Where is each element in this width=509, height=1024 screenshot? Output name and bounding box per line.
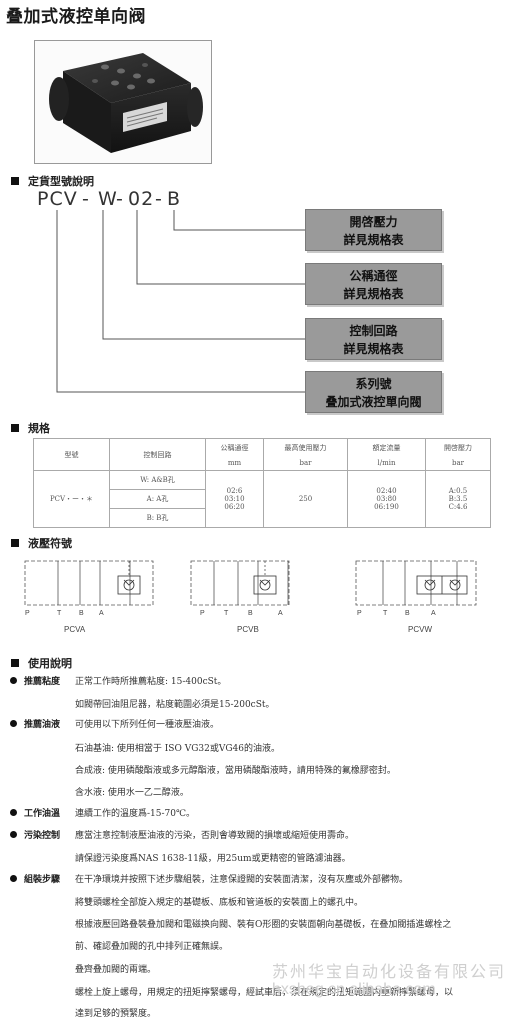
section-ordering-label: 定貨型號說明 <box>28 175 94 188</box>
code-part-diameter: 02 <box>128 188 155 210</box>
code-part-circuit: W <box>98 188 118 210</box>
section-spec-heading: 規格 <box>11 420 50 436</box>
code-part-crack: B <box>167 188 182 210</box>
section-square-icon <box>11 177 19 185</box>
section-spec-label: 規格 <box>28 422 50 435</box>
symbol-pcva <box>24 560 154 606</box>
bullet-icon <box>10 831 17 838</box>
usage-line: 前、確認叠加閥的孔中排列正確無誤。 <box>75 942 229 952</box>
section-square-icon <box>11 659 19 667</box>
table-row: B: B孔 <box>34 508 491 528</box>
usage-line: 請保證污染度爲NAS 1638-11級，用25um或更精密的管路濾油器。 <box>75 854 351 864</box>
usage-label-contamination: 污染控制 <box>24 831 61 841</box>
usage-line: 連續工作的溫度爲-15-70℃。 <box>75 809 196 819</box>
page-title: 叠加式液控单向阀 <box>6 7 146 27</box>
code-box-diameter: 公稱通徑詳見規格表 <box>305 263 442 305</box>
usage-line: 如閥帶回油阻尼器，粘度範圍必須是15-200cSt。 <box>75 700 275 710</box>
header-model: 型號 <box>33 438 110 471</box>
cell-circuit-a: A: A孔 <box>109 489 206 509</box>
usage-line: 在干净環境并按照下述步驟組裝，注意保證閥的安裝面清潔，沒有灰塵或外部髒物。 <box>75 875 409 885</box>
symbol-label-pcva: PCVA <box>64 625 86 634</box>
usage-line: 達到足够的預緊度。 <box>75 1009 157 1019</box>
bullet-icon <box>10 677 17 684</box>
code-dash-1: - <box>82 188 90 210</box>
symbol-label-pcvw: PCVW <box>408 625 432 634</box>
cell-circuit-w: W: A&B孔 <box>109 470 206 490</box>
usage-line: 含水液: 使用水一乙二醇液。 <box>75 788 189 798</box>
code-dash-3: - <box>155 188 163 210</box>
code-box-crack-pressure: 開啓壓力詳見規格表 <box>305 209 442 251</box>
code-part-series: PCV <box>37 188 78 210</box>
watermark-company: 苏州华宝自动化设备有限公司 <box>272 962 507 981</box>
header-circuit: 控制回路 <box>109 438 206 471</box>
usage-label-assembly: 組裝步驟 <box>24 875 61 885</box>
usage-label-temperature: 工作油溫 <box>24 809 61 819</box>
usage-line: 石油基油: 使用相當于 ISO VG32或VG46的油液。 <box>75 744 280 754</box>
usage-line: 可使用以下所列任何一種液壓油液。 <box>75 720 220 730</box>
section-ordering-heading: 定貨型號說明 <box>11 173 94 189</box>
code-box-series: 系列號叠加式液控單向閥 <box>305 371 442 413</box>
bullet-icon <box>10 809 17 816</box>
section-square-icon <box>11 424 19 432</box>
usage-line: 應當注意控制液壓油液的污染，否則會導致閥的損壞或縮短使用壽命。 <box>75 831 355 841</box>
product-photo <box>34 40 212 164</box>
section-symbol-heading: 液壓符號 <box>11 535 72 551</box>
code-connector-lines <box>56 210 306 393</box>
symbol-label-pcvb: PCVB <box>237 625 259 634</box>
section-usage-heading: 使用說明 <box>11 655 72 671</box>
usage-label-viscosity: 推薦粘度 <box>24 677 61 687</box>
section-usage-label: 使用說明 <box>28 657 72 670</box>
watermark-url: hxsheg.cn.alibaba.com <box>272 981 436 998</box>
code-box-control-circuit: 控制回路詳見規格表 <box>305 318 442 360</box>
usage-label-fluid: 推薦油液 <box>24 720 61 730</box>
usage-line: 螺栓上旋上螺母，用規定的扭矩擰緊螺母，經試車后，須在規定的扭矩範圍内重新擰緊螺母… <box>75 988 454 998</box>
symbol-pcvw <box>355 560 477 606</box>
bullet-icon <box>10 875 17 882</box>
cell-circuit-b: B: B孔 <box>109 508 206 528</box>
code-dash-2: - <box>116 188 124 210</box>
usage-line: 將雙頭螺栓全部旋入規定的基礎板、底板和管道板的安裝面上的螺孔中。 <box>75 898 364 908</box>
section-square-icon <box>11 539 19 547</box>
usage-line: 合成液: 使用磷酸酯液或多元醇酯液，當用磷酸酯液時，請用特殊的氟橡膠密封。 <box>75 766 396 776</box>
cell-pressure: 250 <box>263 470 348 528</box>
cell-model: PCV・ー・＊ <box>33 470 110 528</box>
usage-line: 根據液壓回路叠裝叠加閥和電磁换向閥、裝有O形圈的安裝面朝向基礎板，在叠加閥插進螺… <box>75 920 452 930</box>
section-symbol-label: 液壓符號 <box>28 537 72 550</box>
bullet-icon <box>10 720 17 727</box>
valve-illustration <box>49 53 203 153</box>
symbol-pcvb <box>190 560 290 606</box>
usage-line: 叠齊叠加閥的兩端。 <box>75 965 157 975</box>
usage-line: 正常工作時所推薦粘度: 15-400cSt。 <box>75 677 227 687</box>
